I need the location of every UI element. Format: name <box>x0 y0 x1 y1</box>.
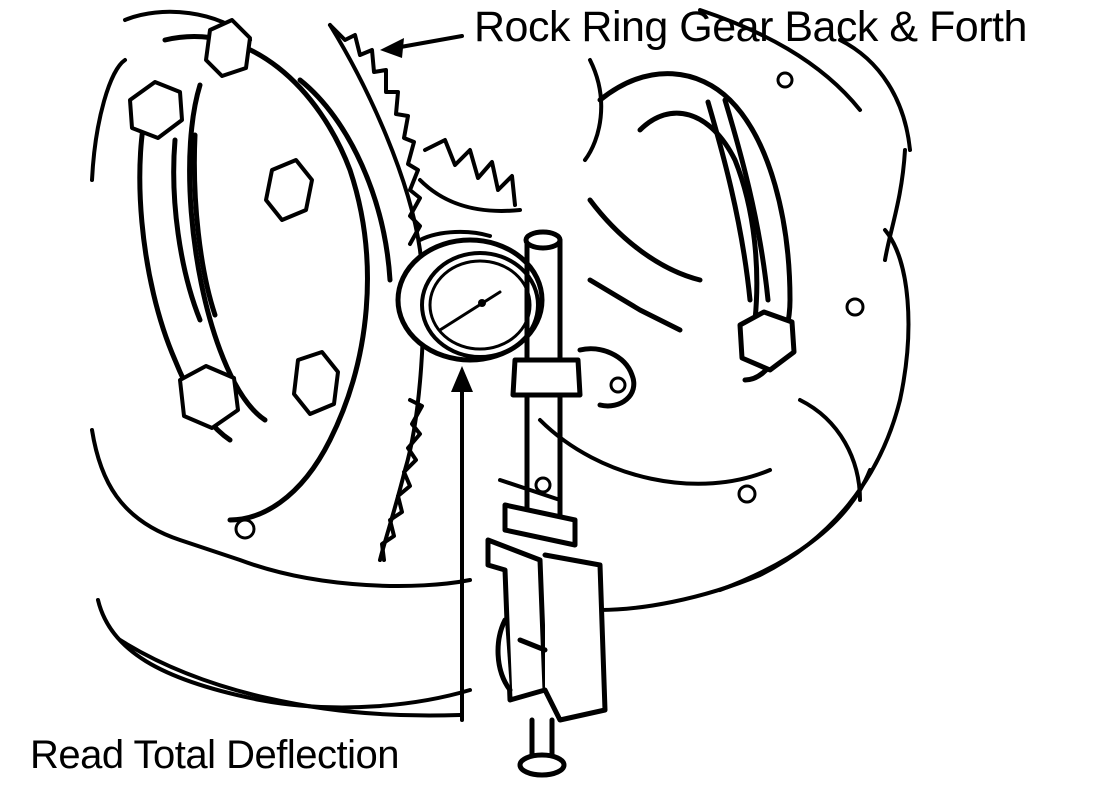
right-bearing-cap <box>587 71 797 383</box>
bolt-hole <box>776 71 794 89</box>
bolt-head <box>264 158 314 222</box>
pinion-gear <box>418 138 522 213</box>
rock-ring-gear-label: Rock Ring Gear Back & Forth <box>474 3 1027 51</box>
bolt-head <box>178 364 240 430</box>
housing-bolt-holes <box>234 71 865 540</box>
bolt-hole <box>845 297 865 317</box>
bolt-head <box>204 18 252 78</box>
arrowhead-bottom <box>451 366 473 392</box>
arrowhead-top <box>380 38 404 58</box>
flange-bolts <box>128 18 340 430</box>
dial-indicator <box>395 229 545 363</box>
callout-arrows <box>380 34 473 722</box>
arrow-line-top <box>393 34 464 50</box>
bolt-head <box>128 80 184 140</box>
bolt-hole <box>234 518 256 540</box>
differential-housing <box>90 8 912 718</box>
bolt-head <box>737 309 797 373</box>
bolt-hole <box>737 484 757 504</box>
bolt-head <box>292 350 340 416</box>
indicator-stand <box>510 229 637 523</box>
indicator-clamp <box>485 502 608 778</box>
read-total-deflection-label: Read Total Deflection <box>30 733 400 777</box>
